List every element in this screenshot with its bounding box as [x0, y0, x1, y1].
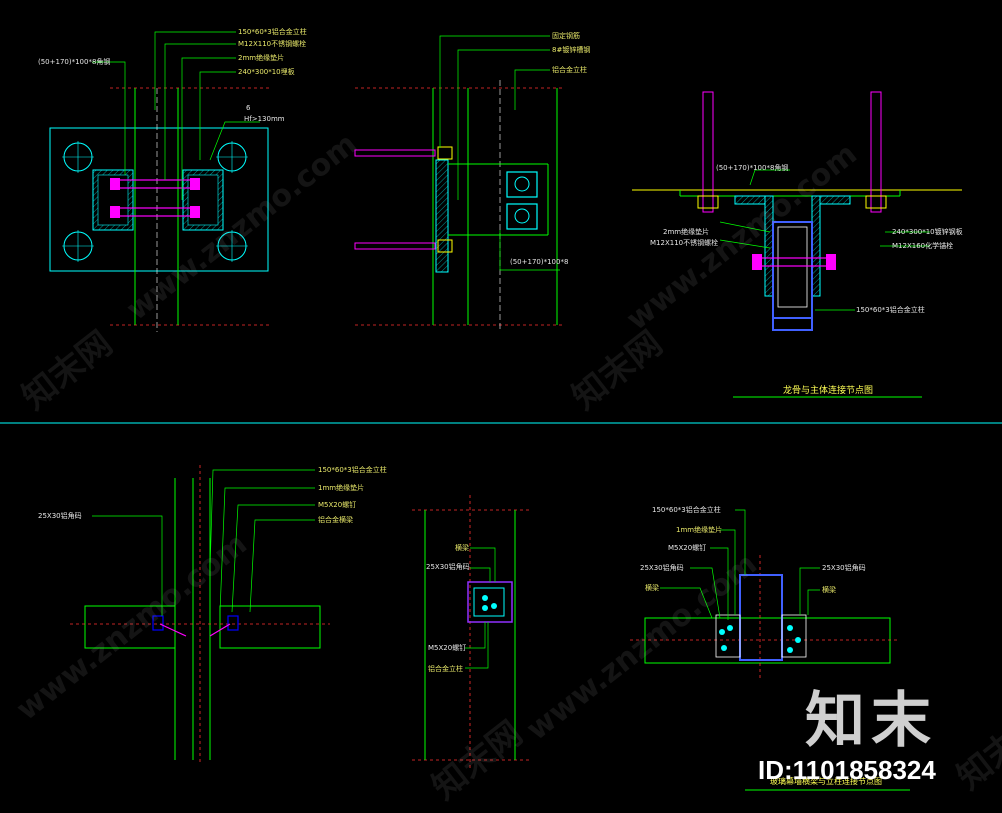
detail-plate-plan — [49, 31, 270, 332]
label-d6-f: 横梁 — [645, 584, 659, 592]
label-d6-a: 150*60*3铝合金立柱 — [652, 506, 721, 514]
label-d4-d: M5X20螺钉 — [318, 501, 357, 509]
label-d6-c: M5X20螺钉 — [668, 544, 707, 552]
detail-transom-elevation — [412, 495, 530, 770]
label-d5-a: 横梁 — [455, 544, 469, 552]
label-d6-g: 横梁 — [822, 586, 836, 594]
brand-logo: 知末 — [805, 686, 937, 756]
title-bottom: 玻璃幕墙横梁与立柱连接节点图 — [770, 777, 882, 786]
label-d1-b: M12X110不锈钢螺栓 — [238, 40, 307, 48]
label-d1-e: 240*300*10埋板 — [238, 68, 295, 76]
label-d3-a: (50+170)*100*8角钢 — [716, 164, 789, 172]
image-id: ID:1101858324 — [758, 755, 936, 785]
label-d5-d: 铝合金立柱 — [428, 665, 463, 673]
label-d2-d: (50+170)*100*8 — [510, 258, 569, 266]
label-d3-b: 2mm绝缘垫片 — [663, 228, 710, 236]
label-d4-c: 25X30铝角码 — [38, 512, 82, 520]
label-d1-d: 2mm绝缘垫片 — [238, 54, 285, 62]
label-d1-c: (50+170)*100*8角钢 — [38, 58, 111, 66]
detail-transom-plan — [70, 465, 330, 765]
detail-mullion-transom-connection — [630, 509, 910, 791]
label-d3-f: 150*60*3铝合金立柱 — [856, 306, 925, 314]
label-d2-a: 固定钢筋 — [552, 32, 580, 40]
label-d6-d: 25X30铝角码 — [640, 564, 684, 572]
label-d6-b: 1mm绝缘垫片 — [676, 526, 723, 534]
label-d2-b: 8#镀锌槽钢 — [552, 46, 591, 54]
label-d3-d: 240*300*10镀锌钢板 — [892, 228, 963, 236]
label-d4-a: 150*60*3铝合金立柱 — [318, 466, 387, 474]
label-d5-c: M5X20螺钉 — [428, 644, 467, 652]
label-d1-f: 6 — [246, 104, 251, 112]
detail-keel-connection — [632, 91, 962, 398]
label-d2-c: 铝合金立柱 — [552, 66, 587, 74]
label-d3-e: M12X160化学锚栓 — [892, 242, 954, 250]
label-d1-a: 150*60*3铝合金立柱 — [238, 28, 307, 36]
detail-plate-section — [354, 35, 565, 332]
title-top: 龙骨与主体连接节点图 — [783, 386, 874, 396]
label-d4-b: 1mm绝缘垫片 — [318, 484, 365, 492]
label-d4-e: 铝合金横梁 — [318, 516, 353, 524]
label-d3-c: M12X110不锈钢螺栓 — [650, 239, 719, 247]
label-d1-g: Hf>130mm — [244, 115, 285, 123]
label-d5-b: 25X30铝角码 — [426, 563, 470, 571]
label-d6-e: 25X30铝角码 — [822, 564, 866, 572]
